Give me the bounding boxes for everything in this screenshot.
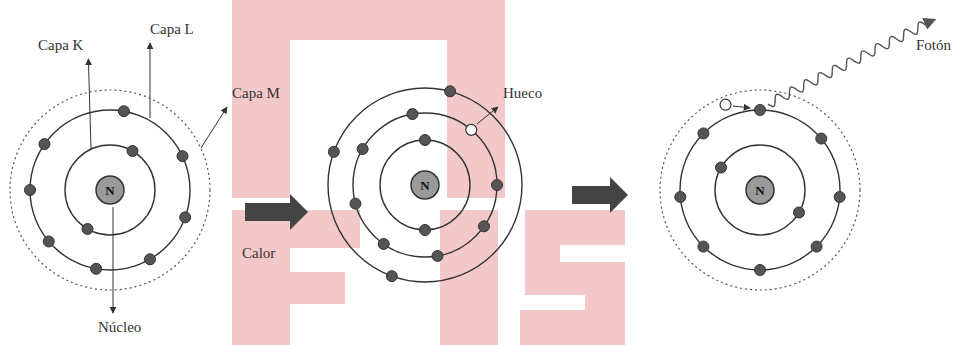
electron-shell: [380, 140, 470, 230]
leader-line: [113, 207, 114, 313]
electron: [755, 105, 766, 116]
part-label: Hueco: [503, 84, 542, 102]
atom: [10, 90, 210, 290]
electron: [350, 198, 361, 209]
electron: [39, 139, 50, 150]
electron: [118, 106, 129, 117]
atoms: [10, 86, 860, 290]
nucleus-symbol: N: [420, 179, 429, 192]
electron: [420, 135, 431, 146]
electron: [716, 162, 727, 173]
leader-line: [88, 59, 91, 149]
watermark: [232, 0, 625, 345]
process-arrow: [245, 194, 308, 230]
electron: [328, 146, 339, 157]
electron-shell: [328, 88, 522, 282]
electron: [145, 254, 156, 265]
electron: [755, 265, 766, 276]
nucleus-circle: N: [410, 170, 440, 200]
atom: [660, 90, 860, 290]
electron: [180, 212, 191, 223]
electron: [407, 109, 418, 120]
leader-line: [201, 107, 227, 148]
transition-arrow: [733, 106, 750, 108]
atom: [328, 86, 522, 282]
electron: [386, 271, 397, 282]
electron: [478, 221, 489, 232]
electron: [432, 250, 443, 261]
electron: [445, 86, 456, 97]
empty-shell: [10, 90, 210, 290]
nucleus-symbol: N: [755, 184, 764, 197]
electron-shell: [30, 110, 190, 270]
photon-wave: [768, 20, 934, 107]
nucleus-circle: N: [95, 175, 125, 205]
leader-lines: [88, 43, 498, 313]
empty-shell: [660, 90, 860, 290]
electron-hole: [466, 124, 477, 135]
electron: [698, 128, 709, 139]
part-label: Núcleo: [98, 318, 141, 336]
electron: [834, 191, 845, 202]
electron-shell: [715, 145, 805, 235]
electron: [420, 225, 431, 236]
electron: [177, 151, 188, 162]
shell-label: Capa L: [150, 20, 194, 38]
electron: [127, 146, 138, 157]
electron: [91, 263, 102, 274]
electron: [811, 241, 822, 252]
electron: [793, 207, 804, 218]
electron: [492, 180, 503, 191]
shell-label: Capa K: [38, 36, 83, 54]
electron-hole: [720, 99, 731, 110]
leader-line: [477, 107, 498, 124]
electron: [378, 238, 389, 249]
nucleus-symbol: N: [105, 184, 114, 197]
electron-shell: [353, 113, 497, 257]
nucleus-circle: N: [745, 175, 775, 205]
electron: [816, 133, 827, 144]
electron: [675, 191, 686, 202]
electron: [25, 185, 36, 196]
shell-label: Capa M: [232, 84, 280, 102]
electron: [357, 144, 368, 155]
electron: [698, 241, 709, 252]
leader-line: [150, 43, 151, 118]
electron: [43, 236, 54, 247]
electron: [82, 223, 93, 234]
process-arrow: [572, 177, 628, 213]
electron-shell: [65, 145, 155, 235]
electron-shell: [680, 110, 840, 270]
process-label: Calor: [242, 244, 275, 262]
part-label: Fotón: [916, 36, 951, 54]
